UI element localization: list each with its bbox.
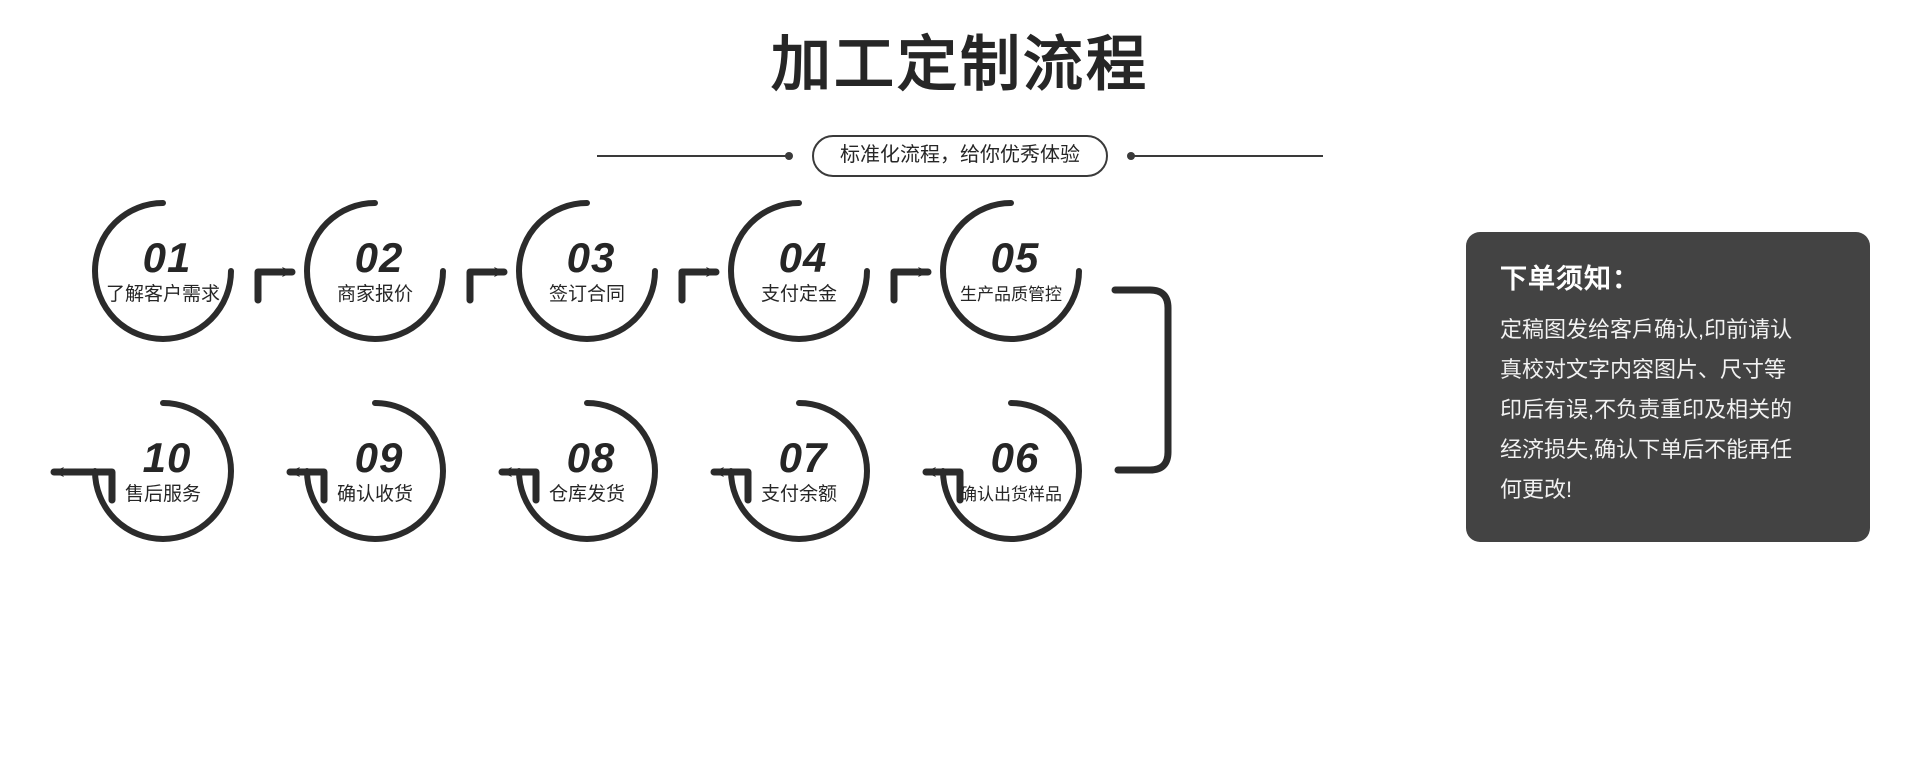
notice-line: 印后有误,不负责重印及相关的 [1500,397,1793,422]
flow-step-10[interactable]: 10 售后服务 [88,396,238,546]
flow-step-03[interactable]: 03 签订合同 [512,196,662,346]
flow-step-04[interactable]: 04 支付定金 [724,196,874,346]
order-notice-panel: 下单须知： 定稿图发给客戶确认,印前请认 真校对文字内容图片、尺寸等 印后有误,… [1466,232,1870,542]
flow-step-05[interactable]: 05 生产品质管控 [936,196,1086,346]
divider-left [597,152,793,160]
step-ring-icon [728,200,870,342]
step-ring-icon [92,200,234,342]
notice-line: 定稿图发给客戶确认,印前请认 [1500,317,1793,342]
flow-step-07[interactable]: 07 支付余额 [724,396,874,546]
subtitle-row: 标准化流程，给你优秀体验 [0,133,1920,179]
divider-right [1127,152,1323,160]
step-ring-icon [940,400,1082,542]
flow-step-06[interactable]: 06 确认出货样品 [936,396,1086,546]
step-ring-icon [940,200,1082,342]
flow-step-02[interactable]: 02 商家报价 [300,196,450,346]
subtitle-pill: 标准化流程，给你优秀体验 [812,135,1108,177]
step-ring-icon [92,400,234,542]
step-ring-icon [304,200,446,342]
notice-body: 定稿图发给客戶确认,印前请认 真校对文字内容图片、尺寸等 印后有误,不负责重印及… [1500,310,1836,510]
flow-step-01[interactable]: 01 了解客户需求 [88,196,238,346]
header: 加工定制流程 标准化流程，给你优秀体验 [0,0,1920,180]
flow-step-09[interactable]: 09 确认收货 [300,396,450,546]
step-ring-icon [728,400,870,542]
page-title: 加工定制流程 [771,31,1149,98]
flow-step-08[interactable]: 08 仓库发货 [512,396,662,546]
step-ring-icon [516,400,658,542]
notice-line: 何更改! [1500,477,1573,502]
notice-line: 经济损失,确认下单后不能再任 [1500,437,1793,462]
step-ring-icon [516,200,658,342]
notice-title: 下单须知： [1500,264,1640,294]
step-ring-icon [304,400,446,542]
notice-line: 真校对文字内容图片、尺寸等 [1500,357,1787,382]
